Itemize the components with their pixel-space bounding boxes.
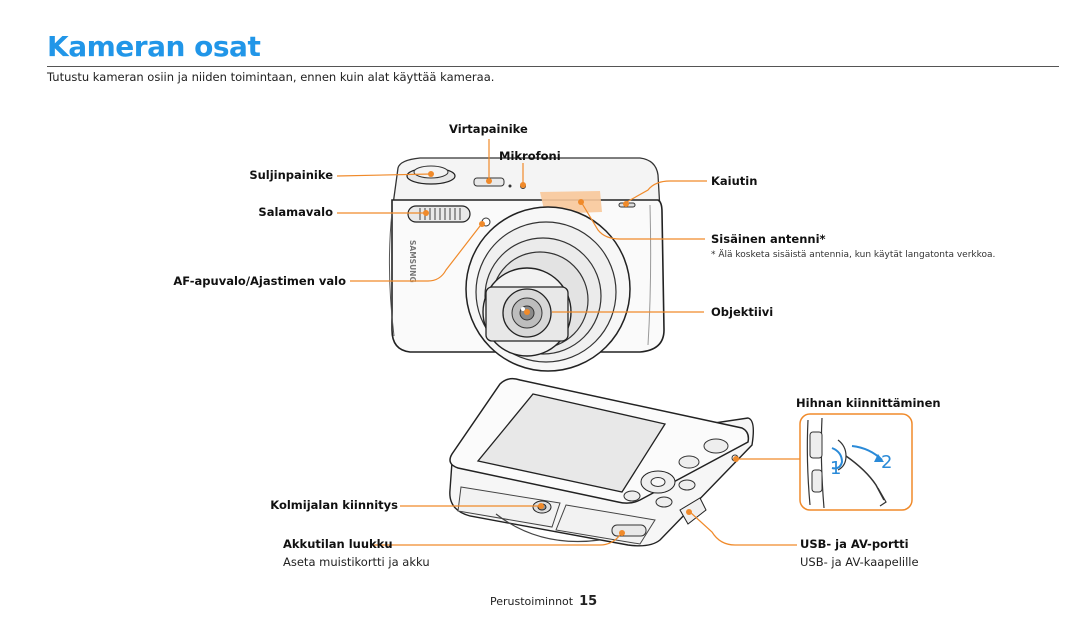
battery-door-label: Akkutilan luukku [283,537,393,551]
battery-door-sub: Aseta muistikortti ja akku [283,555,430,569]
flash-label: Salamavalo [258,205,333,219]
strap-label: Hihnan kiinnittäminen [796,396,941,410]
bottom-callout-lines [372,458,800,546]
speaker-label: Kaiutin [711,174,758,188]
af-lamp-label: AF-apuvalo/Ajastimen valo [173,274,346,288]
step-2-label: 2 [881,452,892,473]
bottom-callout-dots [538,456,739,536]
antenna-note: * Älä kosketa sisäistä antennia, kun käy… [711,250,996,260]
front-callout-lines [336,139,707,313]
page-footer: Perustoiminnot 15 [490,594,597,609]
lens-label: Objektiivi [711,305,774,319]
antenna-label: Sisäinen antenni* [711,232,826,246]
power-button-label: Virtapainike [449,122,528,136]
page-number: 15 [579,594,598,609]
usb-port-sub: USB- ja AV-kaapelille [800,555,919,569]
brand-logo: SAMSUNG [408,240,417,283]
page-title: Kameran osat [47,30,261,63]
title-divider [47,66,1059,67]
step-1-label: 1 [830,458,841,479]
camera-back [449,377,755,547]
camera-front [388,157,665,372]
front-callout-dots [423,171,629,315]
microphone-label: Mikrofoni [499,149,561,163]
footer-section: Perustoiminnot [490,595,574,608]
intro-text: Tutustu kameran osiin ja niiden toiminta… [47,70,495,84]
strap-inset [799,413,913,511]
tripod-mount-label: Kolmijalan kiinnitys [270,498,398,512]
shutter-button-label: Suljinpainike [249,168,333,182]
usb-port-label: USB- ja AV-portti [800,537,909,551]
